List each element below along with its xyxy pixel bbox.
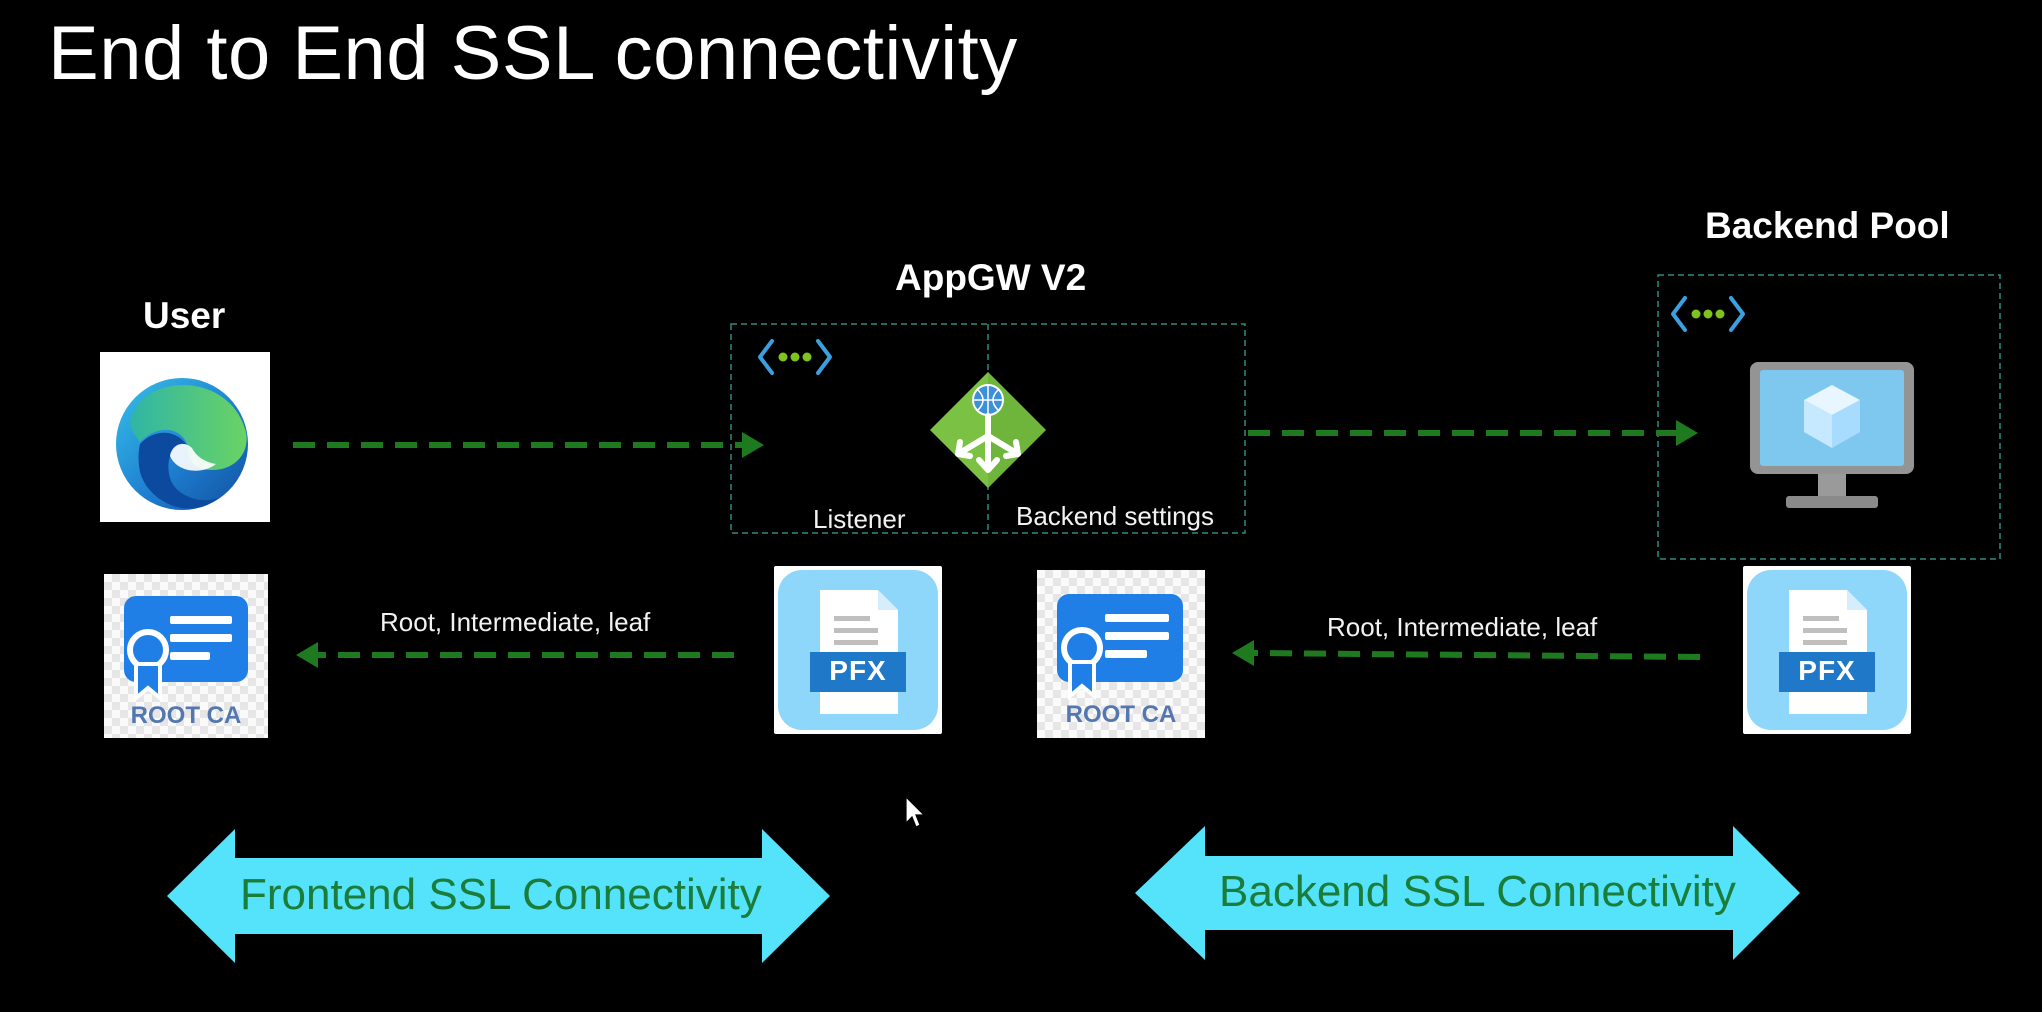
backend-cert-chain-label: Root, Intermediate, leaf: [1327, 612, 1598, 642]
root-ca-text: ROOT CA: [130, 702, 242, 729]
user-label: User: [143, 295, 226, 336]
backend-pool-boundary: [1657, 274, 2001, 560]
frontend-ssl-label: Frontend SSL Connectivity: [240, 870, 762, 919]
pfx-text: PFX: [1798, 655, 1856, 686]
listener-label: Listener: [813, 504, 906, 534]
vnet-icon: [1671, 296, 1745, 332]
vnet-icon: [758, 339, 832, 375]
virtual-machine-icon: [1748, 360, 1916, 515]
root-ca-text: ROOT CA: [1065, 701, 1177, 728]
appgw-to-user-cert-chain-arrow: [296, 642, 734, 668]
frontend-cert-chain-label: Root, Intermediate, leaf: [380, 607, 651, 637]
appgw-label: AppGW V2: [895, 257, 1087, 298]
root-ca-certificate-icon: ROOT CA: [104, 574, 268, 738]
frontend-ssl-band: [167, 829, 830, 963]
edge-browser-icon: [100, 352, 270, 522]
backend-settings-label: Backend settings: [1016, 501, 1215, 531]
pfx-file-icon: PFX: [1743, 566, 1911, 734]
pfx-file-icon: PFX: [774, 566, 942, 734]
page-title: End to End SSL connectivity: [48, 11, 1018, 96]
user-to-appgw-arrow: [293, 432, 764, 458]
backend-to-appgw-cert-chain-arrow: [1232, 640, 1701, 666]
mouse-cursor: [905, 795, 926, 828]
application-gateway-icon: [930, 372, 1046, 488]
backend-ssl-band: [1135, 826, 1800, 960]
backend-ssl-label: Backend SSL Connectivity: [1219, 867, 1736, 916]
root-ca-certificate-icon: ROOT CA: [1037, 570, 1205, 738]
pfx-text: PFX: [829, 655, 887, 686]
backend-pool-label: Backend Pool: [1705, 205, 1950, 246]
appgw-to-backend-arrow: [1248, 420, 1698, 446]
